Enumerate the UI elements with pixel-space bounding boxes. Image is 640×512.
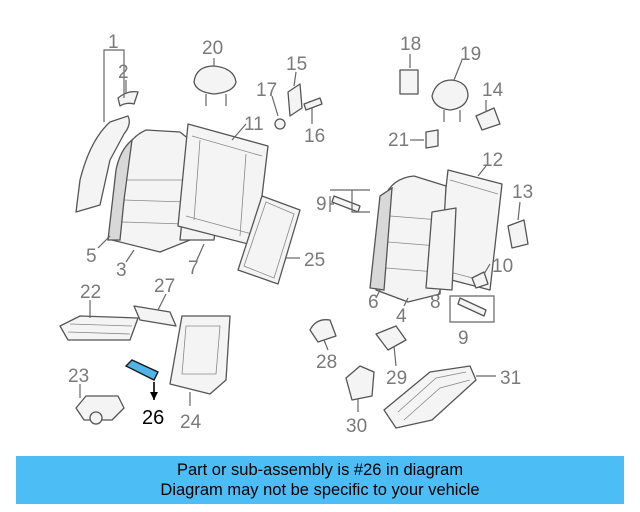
callout-26: 26 (142, 407, 164, 429)
callout-2: 2 (118, 62, 129, 83)
part-15-bracket (287, 83, 303, 117)
part-23-motor (75, 395, 125, 421)
part-20-headrest (193, 65, 237, 95)
part-9-bolt-lower (457, 297, 487, 317)
callout-10: 10 (492, 256, 513, 277)
callout-17: 17 (256, 80, 277, 101)
info-banner: Part or sub-assembly is #26 in diagram D… (16, 456, 624, 504)
callout-14: 14 (482, 80, 504, 101)
banner-line-2: Diagram may not be specific to your vehi… (160, 481, 480, 499)
part-13-latch (507, 219, 529, 249)
callout-30: 30 (346, 416, 367, 437)
part-17-washer (274, 118, 286, 130)
part-22-cushion-pad (59, 315, 139, 341)
part-5-side-bolster (107, 138, 133, 241)
callout-11: 11 (244, 114, 264, 135)
part-26-highlighted (124, 359, 159, 381)
callout-22: 22 (80, 282, 101, 303)
callout-23: 23 (68, 366, 89, 387)
callout-9-lower: 9 (458, 328, 469, 349)
callout-24: 24 (180, 412, 202, 433)
part-30-hinge (345, 365, 375, 401)
callout-25: 25 (304, 250, 325, 271)
callout-21: 21 (388, 130, 409, 151)
callout-7: 7 (188, 258, 199, 279)
callout-13: 13 (512, 182, 533, 203)
callout-18: 18 (400, 34, 421, 55)
part-28-bracket (309, 319, 337, 343)
callout-12: 12 (482, 150, 503, 171)
part-11-frame (177, 123, 269, 247)
part-14-bracket (475, 107, 501, 131)
callout-3: 3 (116, 260, 127, 281)
callout-31: 31 (500, 368, 521, 389)
parts-diagram: 1 2 5 3 7 20 17 15 16 11 25 27 22 23 24 … (59, 32, 533, 437)
callout-5: 5 (86, 246, 97, 267)
part-10-clip (471, 271, 489, 289)
callout-6: 6 (368, 292, 379, 313)
callout-28: 28 (316, 352, 337, 373)
callout-20: 20 (202, 38, 223, 59)
part-6-side-bolster (369, 186, 393, 291)
callout-29: 29 (386, 368, 407, 389)
part-9-bolt-upper (331, 195, 361, 213)
callout-4: 4 (396, 306, 407, 327)
part-8-inner-panel (425, 207, 457, 291)
part-29-bracket (375, 325, 407, 351)
callout-15: 15 (286, 54, 307, 75)
part-27-strip (133, 305, 177, 327)
part-25-back-panel (237, 195, 301, 285)
part-2-clip (117, 90, 139, 107)
part-21-sleeve (425, 129, 439, 149)
banner-line-1: Part or sub-assembly is #26 in diagram (176, 461, 464, 479)
callout-8: 8 (430, 292, 441, 313)
callout-27: 27 (154, 276, 175, 297)
part-24-armrest-frame (169, 315, 231, 395)
callout-1: 1 (108, 32, 119, 53)
callout-16: 16 (304, 126, 325, 147)
part-16-bolt (303, 97, 323, 111)
part-18-cover (399, 69, 419, 95)
callout-19: 19 (460, 44, 481, 65)
callout-9-upper: 9 (316, 194, 327, 215)
part-19-headrest (431, 79, 469, 111)
part-1-side-trim (75, 115, 130, 213)
